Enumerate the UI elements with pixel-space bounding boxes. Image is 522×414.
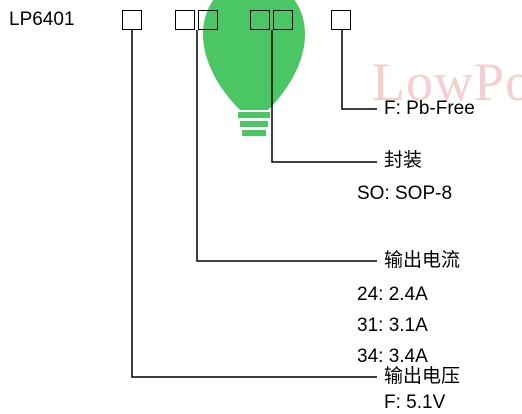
field-output-current-title: 输出电流 bbox=[384, 250, 461, 271]
connector-output-current bbox=[196, 30, 377, 262]
field-output-voltage-title: 输出电压 bbox=[384, 366, 461, 387]
code-box-output-voltage bbox=[122, 10, 142, 30]
code-box-output-current-2 bbox=[198, 10, 218, 30]
code-box-pbfree bbox=[331, 10, 351, 30]
field-output-current-option: 34: 3.4A bbox=[357, 346, 428, 367]
connector-package bbox=[271, 30, 377, 163]
code-box-package-1 bbox=[250, 10, 270, 30]
watermark-text: LowPow bbox=[372, 52, 522, 112]
field-package-title: 封装 bbox=[384, 150, 423, 171]
field-output-voltage-option: F: 5.1V bbox=[384, 392, 446, 413]
part-prefix: LP6401 bbox=[9, 9, 75, 30]
field-pbfree-title: F: Pb-Free bbox=[384, 98, 475, 119]
lightbulb-icon bbox=[203, 0, 305, 136]
code-box-output-current-1 bbox=[175, 10, 195, 30]
field-output-current-option: 31: 3.1A bbox=[357, 315, 428, 336]
connector-pbfree bbox=[341, 30, 377, 110]
connector-output-voltage bbox=[131, 30, 377, 378]
field-package-option: SO: SOP-8 bbox=[357, 183, 453, 204]
field-output-current-option: 24: 2.4A bbox=[357, 284, 428, 305]
code-box-package-2 bbox=[273, 10, 293, 30]
